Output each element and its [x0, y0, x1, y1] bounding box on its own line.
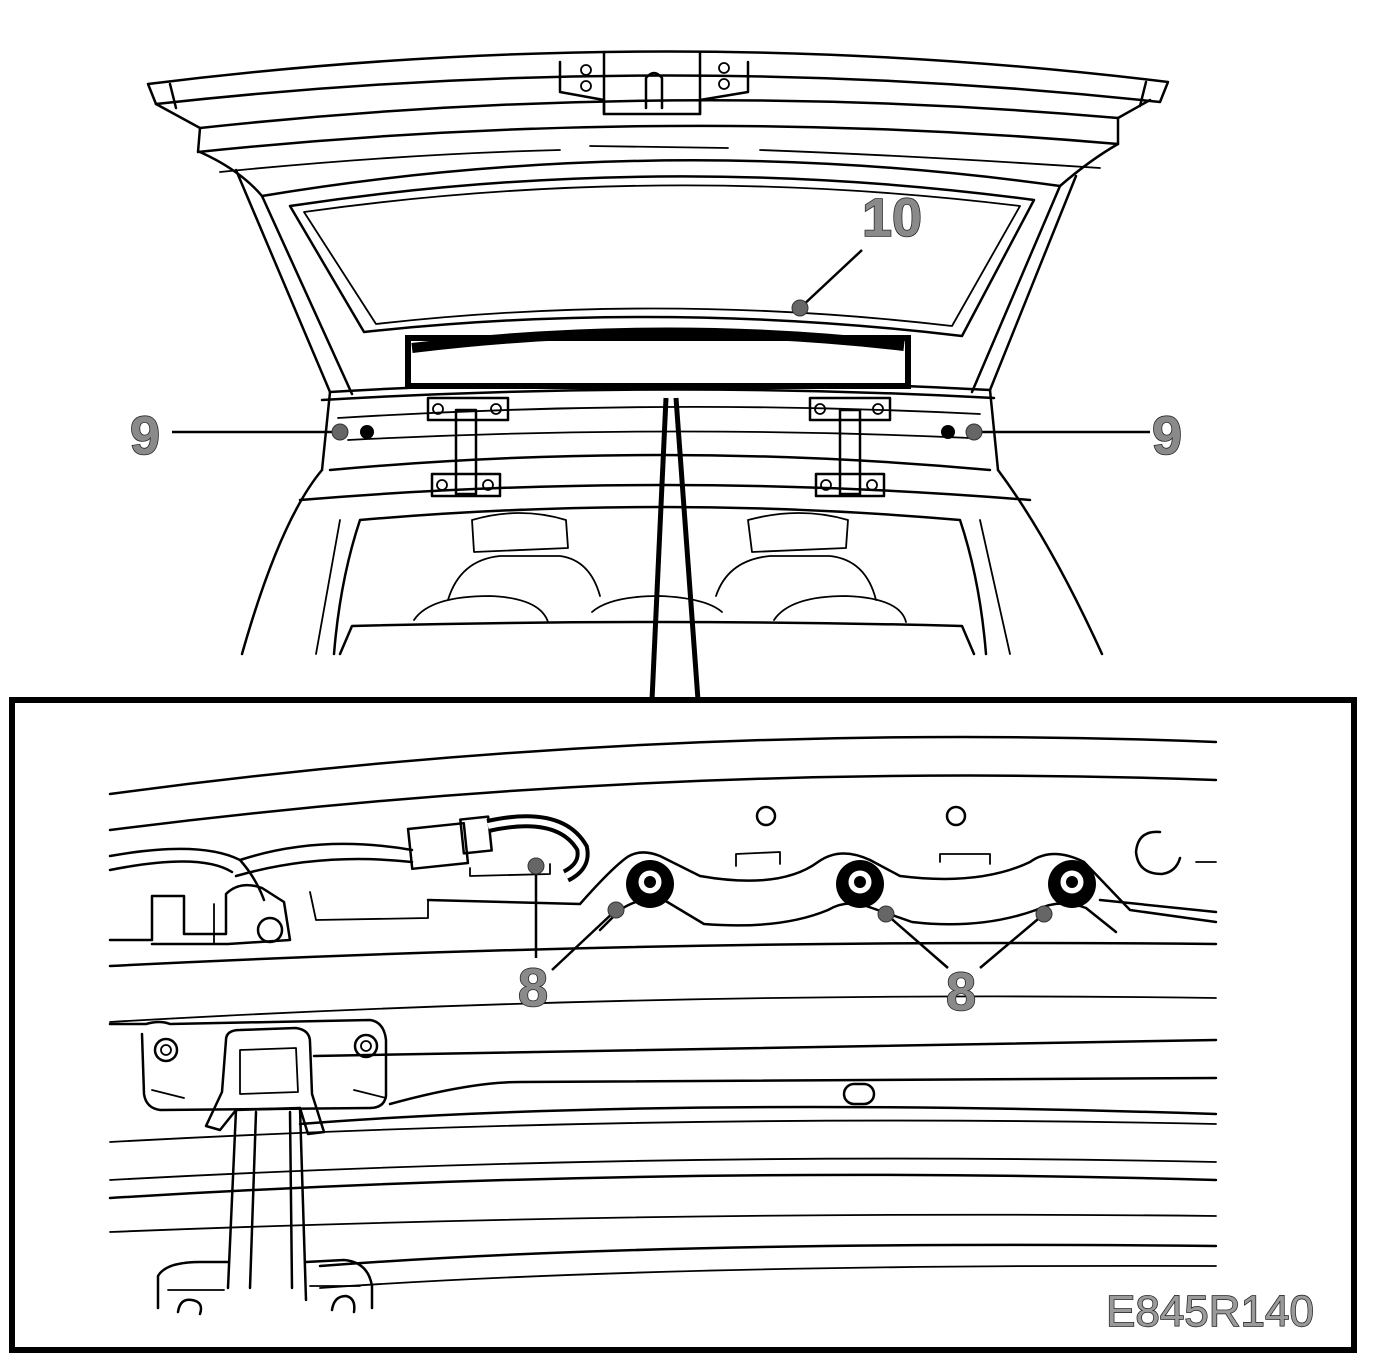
clip-2 [836, 860, 884, 908]
tailgate-overview [146, 50, 1170, 656]
hinge-detail [108, 1018, 388, 1316]
callout-clips-right: 8 [946, 962, 976, 1022]
callout-clips-left: 8 [518, 958, 548, 1018]
zoom-connector [649, 397, 701, 701]
callout-hinge-right: 9 [1152, 406, 1182, 466]
clip-1 [626, 860, 674, 908]
detail-inset [9, 697, 1357, 1353]
callout-glass: 10 [862, 188, 922, 248]
figure-code: E845R140 [1106, 1287, 1314, 1336]
clip-3 [1048, 860, 1096, 908]
callout-hinge-left: 9 [130, 406, 160, 466]
